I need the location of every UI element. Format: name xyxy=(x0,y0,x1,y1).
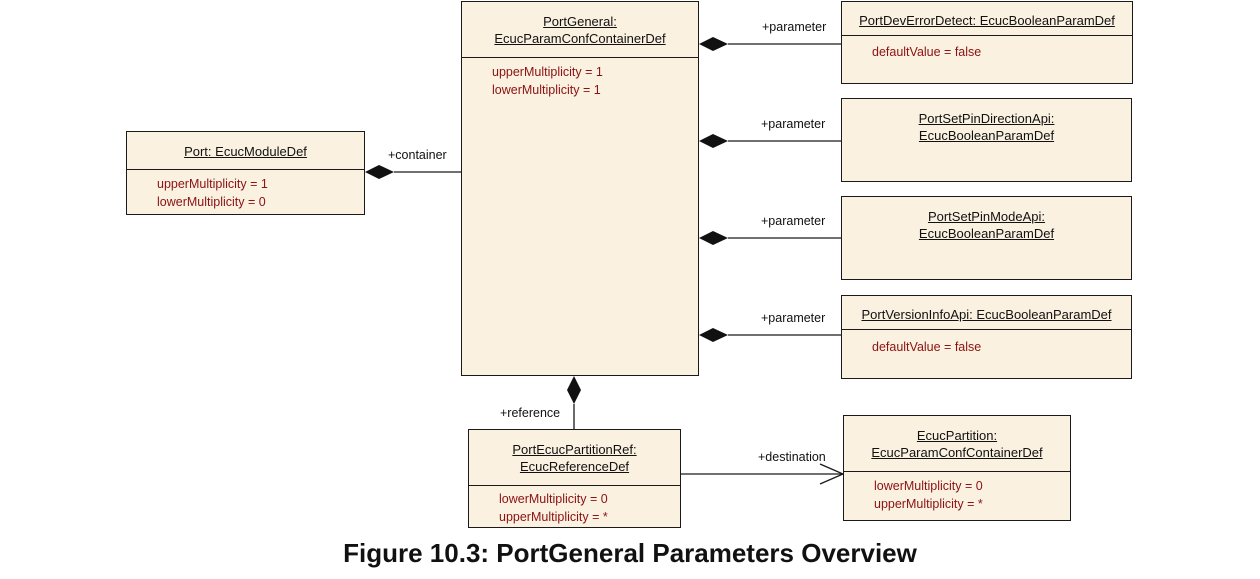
title-line: EcucBooleanParamDef xyxy=(918,128,1055,143)
attribute: lowerMultiplicity = 0 xyxy=(157,195,266,209)
title-line: EcucPartition: xyxy=(916,428,998,443)
compartment-divider xyxy=(469,485,680,486)
class-port-dev-error-detect: PortDevErrorDetect: EcucBooleanParamDef … xyxy=(841,1,1133,84)
class-title: PortDevErrorDetect: EcucBooleanParamDef xyxy=(842,2,1132,29)
role-label-destination: +destination xyxy=(758,450,826,464)
title-line: PortVersionInfoApi: EcucBooleanParamDef xyxy=(861,307,1112,322)
attribute: upperMultiplicity = * xyxy=(874,497,983,511)
attribute-list: lowerMultiplicity = 0 upperMultiplicity … xyxy=(499,490,608,526)
attribute: lowerMultiplicity = 0 xyxy=(874,479,983,493)
attribute: lowerMultiplicity = 0 xyxy=(499,492,608,506)
compartment-divider xyxy=(842,329,1131,330)
class-port: Port: EcucModuleDef upperMultiplicity = … xyxy=(126,131,365,215)
class-title: PortGeneral: EcucParamConfContainerDef xyxy=(462,2,698,47)
attribute: upperMultiplicity = 1 xyxy=(492,65,603,79)
class-title: PortSetPinModeApi: EcucBooleanParamDef xyxy=(842,197,1131,242)
composition-diamond-port xyxy=(365,165,394,179)
class-port-version-info-api: PortVersionInfoApi: EcucBooleanParamDef … xyxy=(841,295,1132,379)
class-title: Port: EcucModuleDef xyxy=(127,132,364,160)
compartment-divider xyxy=(127,169,364,170)
class-ecuc-partition: EcucPartition: EcucParamConfContainerDef… xyxy=(843,415,1071,521)
attribute: defaultValue = false xyxy=(872,340,982,354)
attribute: defaultValue = false xyxy=(872,45,982,59)
attribute-list: lowerMultiplicity = 0 upperMultiplicity … xyxy=(874,477,983,513)
class-title: EcucPartition: EcucParamConfContainerDef xyxy=(844,416,1070,461)
role-label-parameter: +parameter xyxy=(761,214,826,228)
figure-caption: Figure 10.3: PortGeneral Parameters Over… xyxy=(343,538,917,568)
attribute: upperMultiplicity = * xyxy=(499,510,608,524)
attribute-list: defaultValue = false xyxy=(872,43,981,61)
composition-diamond-param-1 xyxy=(699,37,728,51)
attribute: lowerMultiplicity = 1 xyxy=(492,83,601,97)
role-label-parameter: +parameter xyxy=(761,311,826,325)
class-port-set-pin-mode-api: PortSetPinModeApi: EcucBooleanParamDef xyxy=(841,196,1132,280)
title-line: EcucParamConfContainerDef xyxy=(871,445,1043,460)
composition-diamond-reference xyxy=(567,376,581,404)
title-line: EcucParamConfContainerDef xyxy=(494,31,666,46)
title-line: EcucBooleanParamDef xyxy=(918,226,1055,241)
title-line: PortEcucPartitionRef: xyxy=(512,442,637,457)
title-line: EcucReferenceDef xyxy=(519,459,630,474)
title-line: PortGeneral: xyxy=(543,14,617,29)
class-port-ecuc-partition-ref: PortEcucPartitionRef: EcucReferenceDef l… xyxy=(468,429,681,528)
title-line: PortSetPinDirectionApi: xyxy=(918,111,1055,126)
title-line: PortSetPinModeApi: xyxy=(927,209,1046,224)
composition-diamond-param-3 xyxy=(699,231,728,245)
compartment-divider xyxy=(462,57,698,58)
role-label-parameter: +parameter xyxy=(761,117,826,131)
attribute-list: upperMultiplicity = 1 lowerMultiplicity … xyxy=(157,175,268,211)
compartment-divider xyxy=(842,35,1132,36)
compartment-divider xyxy=(844,471,1070,472)
composition-diamond-param-4 xyxy=(699,328,728,342)
attribute-list: upperMultiplicity = 1 lowerMultiplicity … xyxy=(492,63,603,99)
role-label-reference: +reference xyxy=(500,406,561,420)
class-title: PortSetPinDirectionApi: EcucBooleanParam… xyxy=(842,99,1131,144)
composition-diamond-param-2 xyxy=(699,134,728,148)
attribute-list: defaultValue = false xyxy=(872,338,981,356)
attribute: upperMultiplicity = 1 xyxy=(157,177,268,191)
title-line: Port: EcucModuleDef xyxy=(184,144,307,159)
class-port-general: PortGeneral: EcucParamConfContainerDef u… xyxy=(461,1,699,376)
class-port-set-pin-direction-api: PortSetPinDirectionApi: EcucBooleanParam… xyxy=(841,98,1132,182)
role-label-parameter: +parameter xyxy=(762,20,827,34)
title-line: PortDevErrorDetect: EcucBooleanParamDef xyxy=(859,13,1115,28)
class-title: PortEcucPartitionRef: EcucReferenceDef xyxy=(469,430,680,475)
class-title: PortVersionInfoApi: EcucBooleanParamDef xyxy=(842,296,1131,323)
role-label-container: +container xyxy=(388,148,447,162)
